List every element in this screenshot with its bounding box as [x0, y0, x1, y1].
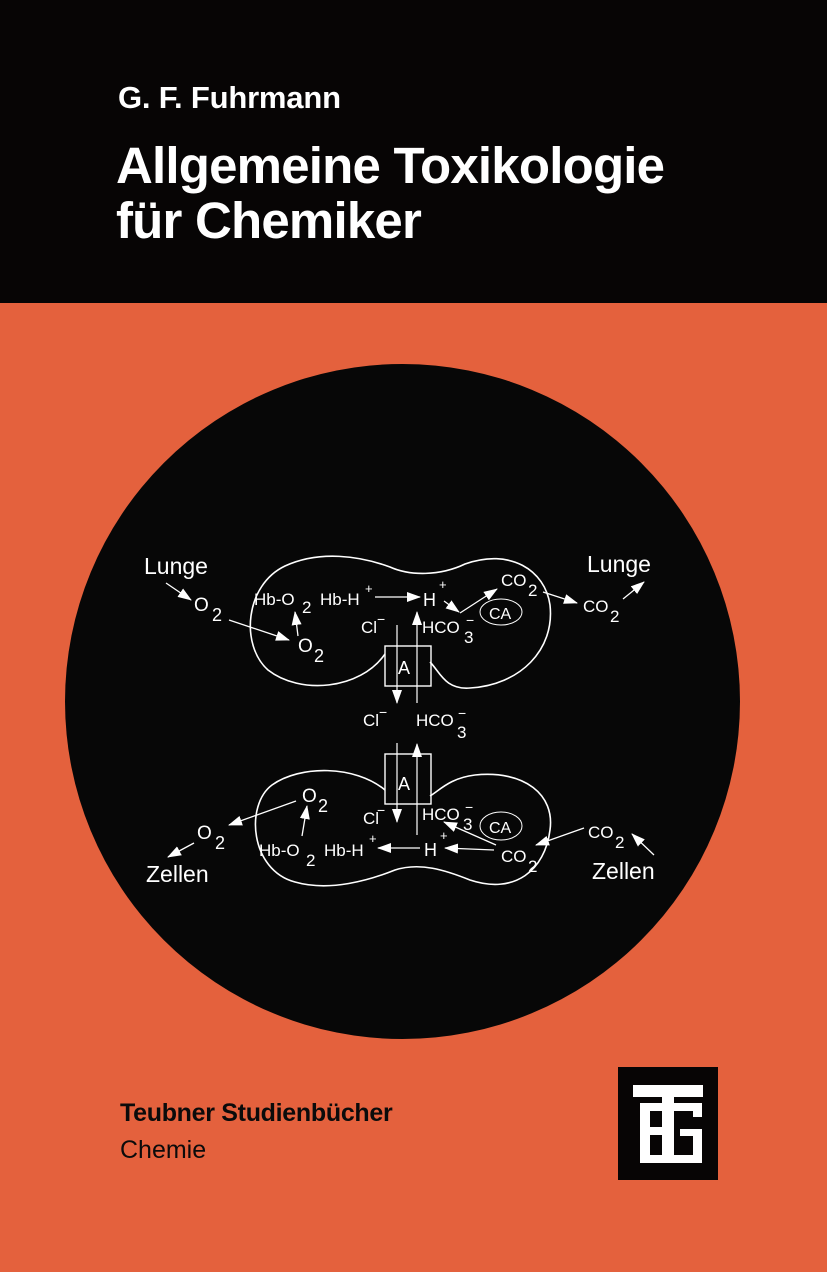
- svg-text:CO: CO: [501, 847, 527, 866]
- book-title: Allgemeine Toxikologie für Chemiker: [116, 137, 665, 249]
- svg-text:O: O: [302, 786, 317, 807]
- svg-text:+: +: [440, 828, 448, 843]
- bottom-red-blood-cell: [254, 753, 552, 887]
- svg-text:HCO: HCO: [422, 805, 460, 824]
- top-cell-membrane: [249, 555, 552, 689]
- svg-text:Hb-O: Hb-O: [259, 841, 300, 860]
- diagram-circle: [65, 364, 740, 1039]
- svg-text:A: A: [398, 774, 410, 794]
- svg-text:3: 3: [463, 815, 472, 834]
- svg-text:2: 2: [528, 581, 537, 600]
- book-title-line-2: für Chemiker: [116, 192, 422, 249]
- teubner-logo-icon: [618, 1067, 718, 1180]
- svg-text:Cl: Cl: [361, 618, 377, 637]
- svg-text:2: 2: [610, 607, 619, 626]
- svg-text:2: 2: [302, 598, 311, 617]
- svg-text:Hb-H: Hb-H: [324, 841, 364, 860]
- svg-text:−: −: [458, 705, 466, 721]
- top-red-blood-cell: [249, 555, 552, 689]
- svg-text:CA: CA: [489, 820, 512, 837]
- svg-text:A: A: [398, 658, 410, 678]
- svg-text:Cl: Cl: [363, 711, 379, 730]
- bottom-anion-transporter: [384, 753, 432, 805]
- svg-text:Hb-O: Hb-O: [254, 590, 295, 609]
- svg-text:2: 2: [306, 851, 315, 870]
- svg-text:2: 2: [528, 857, 537, 876]
- series-subject: Chemie: [120, 1136, 207, 1164]
- top-lunge-right-label: Lunge: [587, 551, 651, 577]
- svg-text:−: −: [465, 799, 473, 815]
- svg-text:Hb-H: Hb-H: [320, 590, 360, 609]
- svg-text:O: O: [194, 595, 209, 616]
- title-band: [0, 0, 827, 303]
- svg-text:3: 3: [464, 628, 473, 647]
- svg-text:+: +: [439, 577, 447, 592]
- series-name: Teubner Studienbücher: [120, 1099, 393, 1127]
- svg-text:2: 2: [215, 833, 225, 853]
- bottom-zellen-left-label: Zellen: [146, 861, 209, 887]
- svg-text:−: −: [377, 611, 385, 627]
- svg-text:HCO: HCO: [416, 711, 454, 730]
- svg-text:H: H: [423, 590, 436, 610]
- svg-text:CO: CO: [501, 571, 527, 590]
- svg-text:+: +: [369, 831, 377, 846]
- author-name: G. F. Fuhrmann: [118, 80, 341, 115]
- bottom-zellen-right-label: Zellen: [592, 858, 655, 884]
- svg-text:−: −: [377, 802, 385, 818]
- svg-text:O: O: [298, 636, 313, 657]
- svg-text:Cl: Cl: [363, 809, 379, 828]
- svg-text:2: 2: [615, 833, 624, 852]
- top-carbonic-anhydrase: [479, 598, 523, 626]
- svg-text:H: H: [424, 840, 437, 860]
- top-lunge-left-label: Lunge: [144, 553, 208, 579]
- svg-text:CA: CA: [489, 606, 512, 623]
- bottom-carbonic-anhydrase: [479, 811, 523, 841]
- svg-text:HCO: HCO: [422, 618, 460, 637]
- top-anion-transporter: [384, 645, 432, 687]
- svg-text:CO: CO: [588, 823, 614, 842]
- svg-text:2: 2: [314, 646, 324, 666]
- book-title-line-1: Allgemeine Toxikologie: [116, 137, 665, 194]
- svg-text:−: −: [466, 612, 474, 628]
- svg-text:2: 2: [212, 605, 222, 625]
- svg-text:2: 2: [318, 796, 328, 816]
- bottom-cell-membrane: [254, 769, 552, 887]
- svg-text:O: O: [197, 823, 212, 844]
- svg-text:−: −: [379, 704, 387, 720]
- svg-text:+: +: [365, 581, 373, 596]
- svg-text:CO: CO: [583, 597, 609, 616]
- svg-text:3: 3: [457, 723, 466, 742]
